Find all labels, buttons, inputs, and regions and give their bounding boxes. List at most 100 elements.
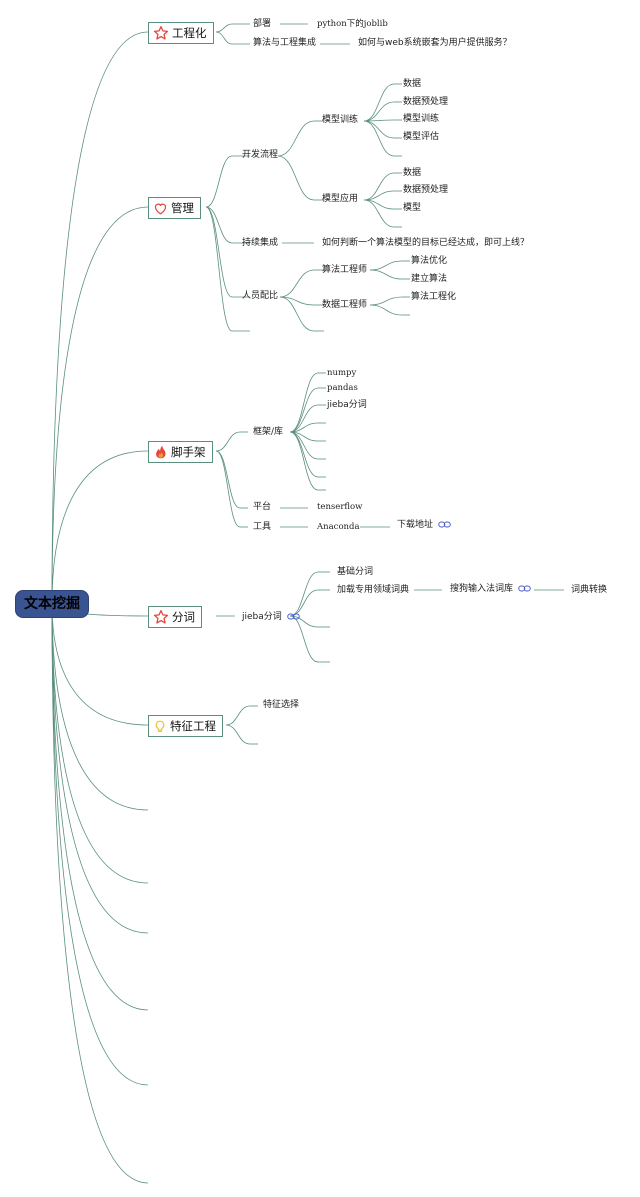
node-ci-question[interactable]: 如何判断一个算法模型的目标已经达成，即可上线？ bbox=[322, 238, 530, 248]
node-platform[interactable]: 平台 bbox=[253, 502, 272, 512]
node-dev-process[interactable]: 开发流程 bbox=[242, 150, 279, 160]
connector-line bbox=[369, 260, 403, 271]
node-tools[interactable]: 工具 bbox=[253, 522, 272, 532]
connector-line bbox=[51, 603, 149, 1086]
connector-line bbox=[277, 155, 315, 201]
connector-line bbox=[363, 120, 395, 139]
node-model[interactable]: 模型 bbox=[403, 203, 422, 213]
node-label: jieba分词 bbox=[242, 612, 282, 622]
connector-line bbox=[51, 450, 149, 605]
fire-icon bbox=[156, 445, 166, 459]
node-data-engineer[interactable]: 数据工程师 bbox=[322, 300, 368, 310]
link-icon[interactable] bbox=[438, 520, 451, 529]
connector-line bbox=[363, 120, 395, 157]
topic-label: 特征工程 bbox=[170, 719, 216, 733]
node-sogou-dict[interactable]: 搜狗输入法词库 bbox=[450, 583, 531, 595]
node-algo-engineering[interactable]: 算法工程化 bbox=[411, 292, 457, 302]
node-algo-opt[interactable]: 算法优化 bbox=[411, 256, 448, 266]
connector-line bbox=[51, 603, 149, 726]
topic-feature-engineering[interactable]: 特征工程 bbox=[148, 715, 223, 737]
connector-line bbox=[215, 450, 241, 528]
node-tensorflow[interactable]: tenserflow bbox=[317, 502, 363, 512]
node-algo-engineer[interactable]: 算法工程师 bbox=[322, 265, 368, 275]
node-label: 搜狗输入法词库 bbox=[450, 584, 514, 594]
node-pandas[interactable]: pandas bbox=[327, 383, 358, 393]
node-ci[interactable]: 持续集成 bbox=[242, 238, 279, 248]
connector-line bbox=[277, 120, 315, 157]
connector-line bbox=[363, 83, 395, 122]
node-train[interactable]: 模型训练 bbox=[403, 114, 440, 124]
node-data[interactable]: 数据 bbox=[403, 168, 422, 178]
connector-line bbox=[205, 155, 233, 208]
node-load-dict[interactable]: 加载专用领域词典 bbox=[337, 585, 410, 595]
topic-label: 工程化 bbox=[172, 26, 207, 40]
node-model-training[interactable]: 模型训练 bbox=[322, 115, 359, 125]
topic-engineering[interactable]: 工程化 bbox=[148, 22, 214, 44]
link-icon[interactable] bbox=[518, 584, 531, 593]
root-node[interactable]: 文本挖掘 bbox=[16, 591, 88, 617]
star-icon bbox=[153, 26, 169, 40]
node-label: 下载地址 bbox=[397, 520, 434, 530]
node-evaluate[interactable]: 模型评估 bbox=[403, 132, 440, 142]
connector-line bbox=[205, 206, 233, 244]
topic-management[interactable]: 管理 bbox=[148, 197, 201, 219]
node-staffing[interactable]: 人员配比 bbox=[242, 291, 279, 301]
node-framework[interactable]: 框架/库 bbox=[253, 427, 284, 437]
connector-line bbox=[51, 31, 149, 605]
connector-line bbox=[369, 269, 403, 280]
bulb-icon bbox=[155, 720, 165, 732]
connector-line bbox=[289, 404, 319, 433]
connector-line bbox=[363, 172, 395, 201]
connector-line bbox=[289, 571, 319, 617]
topic-label: 分词 bbox=[172, 610, 195, 624]
node-preprocess[interactable]: 数据预处理 bbox=[403, 185, 449, 195]
connector-line bbox=[215, 31, 233, 45]
node-data[interactable]: 数据 bbox=[403, 79, 422, 89]
connector-line bbox=[363, 190, 395, 201]
node-numpy[interactable]: numpy bbox=[327, 368, 357, 378]
connector-line bbox=[289, 422, 319, 433]
node-model-apply[interactable]: 模型应用 bbox=[322, 194, 359, 204]
topic-label: 管理 bbox=[171, 201, 194, 215]
connector-line bbox=[289, 431, 319, 478]
node-algo-integration[interactable]: 算法与工程集成 bbox=[253, 38, 317, 48]
node-preprocess[interactable]: 数据预处理 bbox=[403, 97, 449, 107]
topic-segmentation[interactable]: 分词 bbox=[148, 606, 202, 628]
connector-line bbox=[215, 23, 233, 33]
connector-line bbox=[51, 603, 149, 934]
node-anaconda[interactable]: Anaconda bbox=[317, 522, 360, 532]
node-deploy[interactable]: 部署 bbox=[253, 19, 272, 29]
node-build-algo[interactable]: 建立算法 bbox=[411, 274, 448, 284]
connector-line bbox=[279, 296, 315, 332]
connector-line bbox=[215, 450, 241, 509]
connector-line bbox=[205, 206, 233, 332]
connector-line bbox=[51, 603, 149, 811]
node-joblib[interactable]: python下的joblib bbox=[317, 19, 388, 29]
node-download-link[interactable]: 下载地址 bbox=[397, 519, 451, 531]
connector-line bbox=[289, 387, 319, 433]
connector-line bbox=[363, 101, 395, 122]
connector-line bbox=[51, 603, 149, 884]
connector-line bbox=[51, 603, 149, 1184]
link-icon[interactable] bbox=[286, 612, 300, 621]
connector-line bbox=[215, 431, 241, 452]
connector-line bbox=[289, 431, 319, 491]
connector-line bbox=[363, 199, 395, 228]
connector-line bbox=[369, 296, 403, 306]
node-dict-convert[interactable]: 词典转换 bbox=[571, 585, 608, 595]
connector-line bbox=[279, 269, 315, 298]
star-icon bbox=[153, 610, 169, 624]
node-feature-select[interactable]: 特征选择 bbox=[263, 700, 300, 710]
connector-line bbox=[225, 724, 251, 745]
node-jieba-seg[interactable]: jieba分词 bbox=[242, 611, 300, 623]
node-basic-seg[interactable]: 基础分词 bbox=[337, 567, 374, 577]
heart-icon bbox=[154, 203, 167, 214]
topic-label: 脚手架 bbox=[171, 445, 206, 459]
node-web-integration[interactable]: 如何与web系统嵌套为用户提供服务？ bbox=[358, 38, 512, 48]
connector-line bbox=[205, 206, 233, 298]
connector-line bbox=[369, 304, 403, 316]
node-jieba[interactable]: jieba分词 bbox=[327, 400, 367, 410]
connector-line bbox=[51, 206, 149, 605]
topic-scaffolding[interactable]: 脚手架 bbox=[148, 441, 213, 463]
